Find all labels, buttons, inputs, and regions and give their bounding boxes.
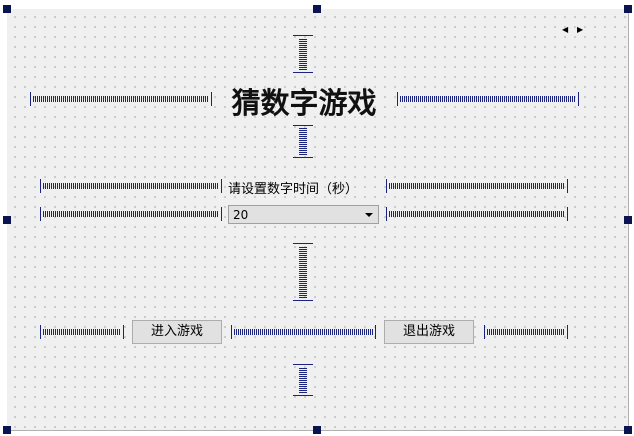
vertical-spacer[interactable] [293, 125, 313, 158]
vertical-spacer[interactable] [293, 364, 313, 396]
time-label: 请设置数字时间（秒） [228, 182, 359, 197]
page-title: 猜数字游戏 [231, 86, 377, 120]
horizontal-spacer[interactable] [484, 325, 568, 339]
resize-handle[interactable] [624, 216, 632, 224]
horizontal-spacer[interactable] [231, 325, 376, 339]
horizontal-spacer[interactable] [397, 92, 579, 106]
resize-handle[interactable] [624, 5, 632, 13]
prev-arrow-icon[interactable]: ◀ [562, 25, 569, 34]
resize-handle[interactable] [3, 5, 11, 13]
resize-handle[interactable] [313, 426, 321, 434]
vertical-spacer[interactable] [293, 35, 313, 73]
chevron-down-icon [365, 213, 373, 217]
combo-value: 20 [233, 208, 249, 222]
horizontal-spacer[interactable] [386, 179, 568, 193]
time-combobox[interactable]: 20 [228, 205, 379, 224]
horizontal-spacer[interactable] [40, 179, 222, 193]
exit-game-button[interactable]: 退出游戏 [384, 320, 474, 344]
enter-game-button[interactable]: 进入游戏 [132, 320, 222, 344]
resize-handle[interactable] [3, 426, 11, 434]
next-arrow-icon[interactable]: ▶ [577, 25, 584, 34]
horizontal-spacer[interactable] [40, 207, 222, 221]
resize-handle[interactable] [313, 5, 321, 13]
resize-handle[interactable] [624, 426, 632, 434]
horizontal-spacer[interactable] [30, 92, 212, 106]
horizontal-spacer[interactable] [40, 325, 124, 339]
resize-handle[interactable] [3, 216, 11, 224]
horizontal-spacer[interactable] [386, 207, 568, 221]
vertical-spacer[interactable] [293, 243, 313, 301]
